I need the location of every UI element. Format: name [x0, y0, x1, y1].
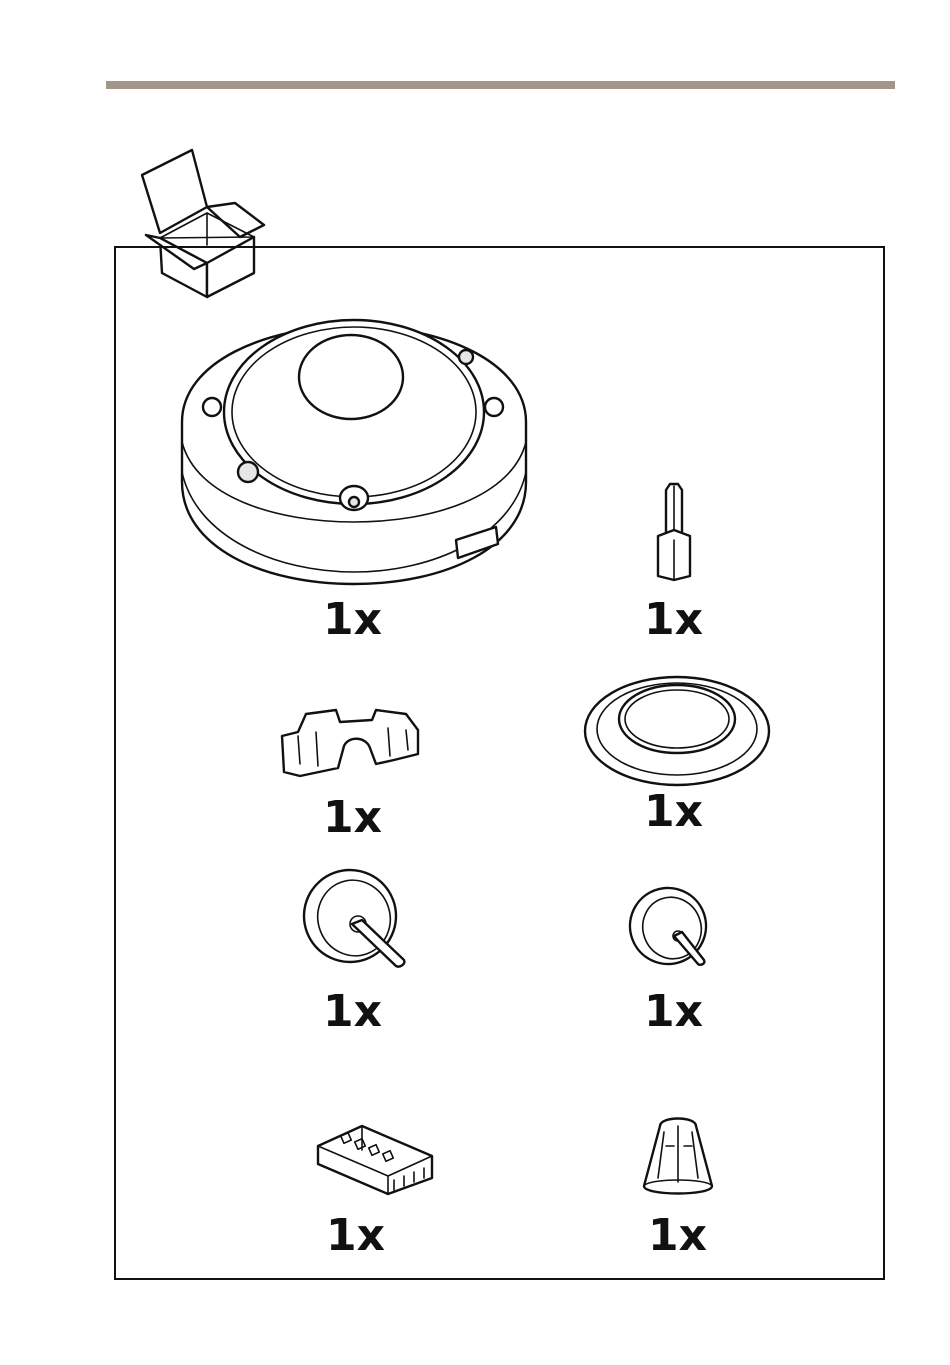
torx-bit-icon — [652, 482, 696, 582]
quantity-cable-clip: 1x — [323, 796, 382, 840]
quantity-gasket-ring: 1x — [644, 790, 703, 834]
quantity-torx-bit: 1x — [644, 598, 703, 642]
top-rule — [106, 81, 895, 89]
quantity-terminal-block-connector: 1x — [326, 1214, 385, 1258]
dome-camera-icon — [176, 322, 532, 592]
bit-holder-icon — [640, 1112, 716, 1204]
cable-gasket-small-icon — [628, 886, 720, 972]
quantity-dome-camera: 1x — [323, 598, 382, 642]
gasket-ring-icon — [582, 671, 772, 789]
quantity-bit-holder: 1x — [648, 1214, 707, 1258]
cable-clip-icon — [276, 706, 426, 778]
quantity-cable-gasket-large: 1x — [323, 990, 382, 1034]
quantity-cable-gasket-small: 1x — [644, 990, 703, 1034]
terminal-block-connector-icon — [312, 1120, 436, 1196]
cable-gasket-large-icon — [300, 868, 410, 972]
